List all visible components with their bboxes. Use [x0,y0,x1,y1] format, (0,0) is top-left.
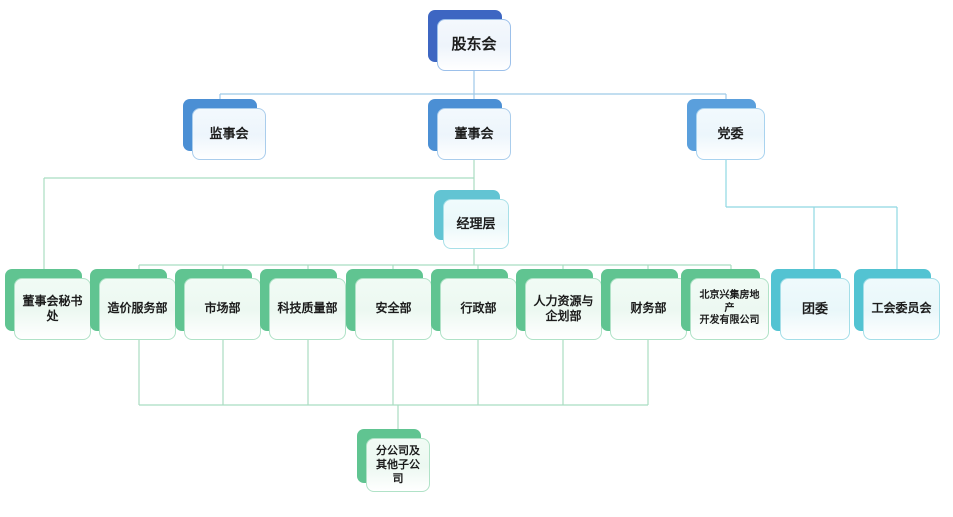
org-node-youth-league[interactable]: 团委 [771,269,850,340]
node-label-shareholders: 股东会 [437,19,511,71]
node-label-hr-planning: 人力资源与 企划部 [525,278,602,340]
org-node-board[interactable]: 董事会 [428,99,511,160]
edge-group-branches [138,340,649,438]
org-node-cost-service[interactable]: 造价服务部 [90,269,176,340]
node-label-safety: 安全部 [355,278,432,340]
org-node-administration[interactable]: 行政部 [431,269,517,340]
node-label-board-secretariat: 董事会秘书处 [14,278,91,340]
node-label-finance: 财务部 [610,278,687,340]
org-node-shareholders[interactable]: 股东会 [428,10,511,71]
org-node-party-committee[interactable]: 党委 [687,99,765,160]
node-label-youth-league: 团委 [780,278,850,340]
node-label-administration: 行政部 [440,278,517,340]
node-label-management: 经理层 [443,199,509,249]
org-node-hr-planning[interactable]: 人力资源与 企划部 [516,269,602,340]
org-node-tech-quality[interactable]: 科技质量部 [260,269,346,340]
edge-group-board [43,160,475,278]
node-label-board: 董事会 [437,108,511,160]
node-label-union-committee: 工会委员会 [863,278,940,340]
org-node-union-committee[interactable]: 工会委员会 [854,269,940,340]
org-node-safety[interactable]: 安全部 [346,269,432,340]
node-label-xingji-realestate: 北京兴集房地产 开发有限公司 [690,278,769,340]
node-label-cost-service: 造价服务部 [99,278,176,340]
org-node-finance[interactable]: 财务部 [601,269,687,340]
node-label-party-committee: 党委 [696,108,765,160]
node-label-tech-quality: 科技质量部 [269,278,346,340]
node-label-supervisors: 监事会 [192,108,266,160]
org-node-board-secretariat[interactable]: 董事会秘书处 [5,269,91,340]
node-label-branches: 分公司及 其他子公司 [366,438,430,492]
node-label-marketing: 市场部 [184,278,261,340]
org-node-marketing[interactable]: 市场部 [175,269,261,340]
org-node-xingji-realestate[interactable]: 北京兴集房地产 开发有限公司 [681,269,769,340]
org-node-management[interactable]: 经理层 [434,190,509,249]
org-node-branches[interactable]: 分公司及 其他子公司 [357,429,430,492]
edge-group-party [725,160,898,278]
org-node-supervisors[interactable]: 监事会 [183,99,266,160]
